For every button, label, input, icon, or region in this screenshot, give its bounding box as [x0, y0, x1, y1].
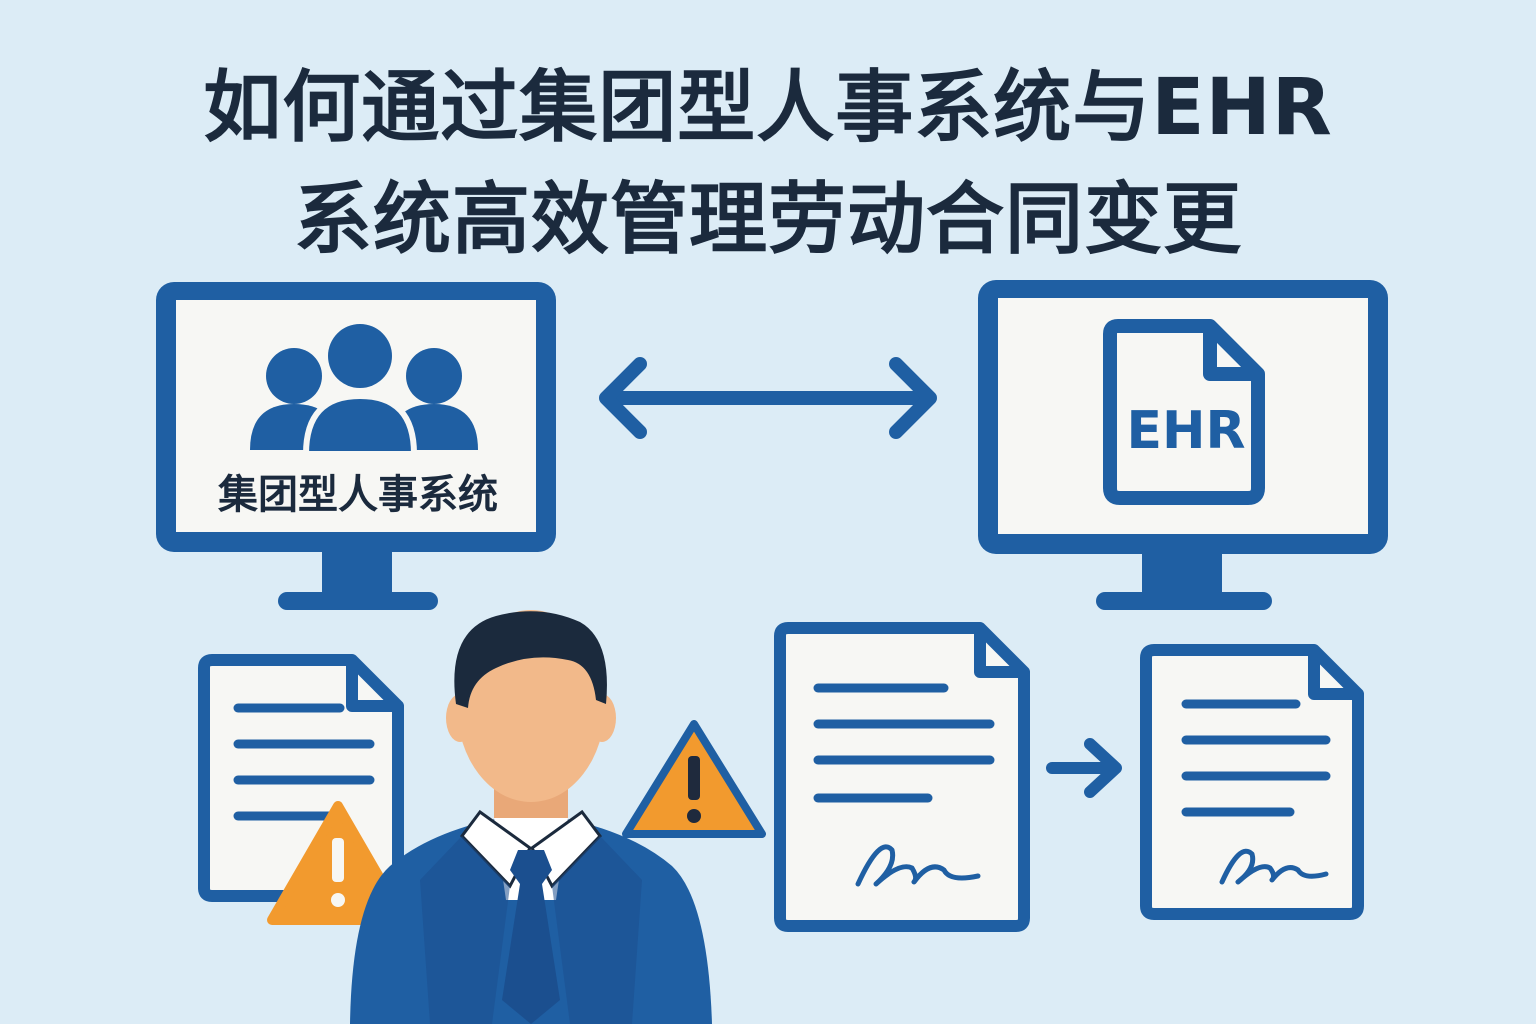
people-group-icon [250, 324, 478, 457]
warning-icon [267, 801, 409, 925]
contract-document-icon [1140, 644, 1364, 920]
ehr-system-monitor: EHR [978, 280, 1388, 610]
contract-document-icon [774, 622, 1030, 932]
warning-icon [622, 720, 766, 838]
hr-system-label: 集团型人事系统 [217, 472, 498, 518]
businessman-avatar [350, 610, 712, 1024]
ehr-label: EHR [1126, 401, 1245, 461]
bidirectional-arrow-icon [599, 357, 937, 439]
signature-icon [855, 844, 981, 887]
hr-system-monitor: 集团型人事系统 [156, 282, 556, 610]
page-title: 如何通过集团型人事系统与EHR 系统高效管理劳动合同变更 [0, 52, 1536, 276]
ehr-document-icon: EHR [1103, 319, 1265, 505]
signature-icon [1219, 848, 1329, 885]
title-line-1: 如何通过集团型人事系统与EHR [203, 63, 1333, 153]
title-line-2: 系统高效管理劳动合同变更 [293, 175, 1242, 265]
right-arrow-icon [1046, 738, 1122, 798]
